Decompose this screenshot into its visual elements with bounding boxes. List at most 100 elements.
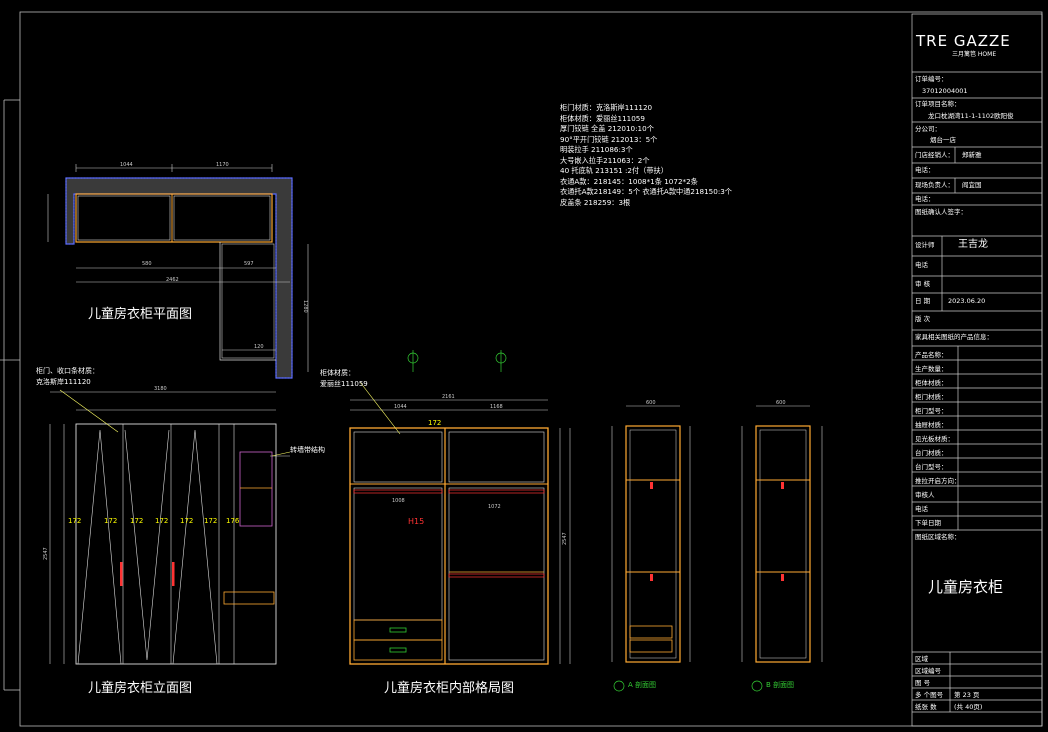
note-line: 明装拉手 211086:3个 [560,145,633,154]
dim-int-rail2: 1072 [488,504,501,510]
tb-row: 下单日期 [915,519,941,527]
tb-row: 柜门型号： [915,407,948,415]
dim-sec-b-w: 600 [776,400,786,406]
tb-area-name: 儿童房衣柜 [928,578,1004,596]
dim-int-total: 2161 [442,394,455,400]
tb-b5: 纸张 数 [915,703,937,711]
tb-b4-value: 第 23 页 [954,691,980,699]
part-tag-172: 172 [204,517,218,525]
section-b: 600 [741,400,823,692]
note-line: 大号嵌入拉手211063：2个 [560,155,650,165]
tb-row: 台门材质： [915,449,948,457]
part-tag-172: 172 [428,419,442,427]
part-tag-172: 172 [130,517,144,525]
note-line: 衣通托A款218149：5个 衣通托A款中通218150:3个 [560,187,732,196]
tb-product-info: 家具相关图纸的产品信息： [915,333,993,341]
plan-title: 儿童房衣柜平面图 [88,307,193,322]
tb-owner-label: 现场负责人： [915,181,954,189]
tb-owner: 阎宜国 [962,181,982,189]
dim-plan-overall: 2462 [166,277,179,283]
tb-tel-label: 电话 [915,261,928,269]
tb-row: 见光板材质： [915,435,954,443]
h15-label: H15 [408,517,425,526]
tb-order-no: 37012004001 [922,87,968,95]
dim-plan-1: 1044 [120,162,133,168]
dim-plan-depth: 580 [142,261,152,267]
section-a: 600 [611,400,691,692]
dim-int-1: 1044 [394,404,407,410]
dim-plan-2: 1170 [216,162,229,168]
drawing-frame [0,11,1043,727]
tb-designer-label: 设计师 [915,241,935,249]
note-line: 衣通A款：218145：1008*1条 1072*2条 [560,176,698,186]
interior-title: 儿童房衣柜内部格局图 [384,681,515,696]
part-tag-172: 172 [68,517,82,525]
note-line: 柜门材质：克洛斯岸111120 [560,103,653,112]
note-line: 90°平开门铰链 212013：5个 [560,134,658,144]
tb-row: 电话 [915,505,928,513]
tb-version-label: 版 次 [915,315,931,323]
part-tag-172: 172 [104,517,118,525]
tb-row: 推拉开启方向： [915,477,961,485]
tb-remarks: 图纸区域名称： [915,533,961,541]
tb-client-sign: 图纸确认人签字： [915,208,967,216]
elevation-title: 儿童房衣柜立面图 [88,681,193,696]
tb-row: 生产数量： [915,365,948,373]
dim-plan-side: 1280 [302,300,308,313]
interior-view: 2161 1044 1168 1008 1072 2547 [349,350,571,665]
tb-b5-value: (共 40页) [954,703,983,711]
door-material-value: 克洛斯岸111120 [36,378,91,386]
tb-shop: 郑新雅 [962,151,982,159]
note-line: 柜体材质：爱丽丝111059 [560,113,645,123]
tb-phone2-label: 电话： [915,195,935,203]
tb-review-label: 审 核 [915,280,931,288]
brand-logo: TRE GAZZE [916,32,1011,50]
note-line: 皮盖条 218259：3根 [560,197,631,207]
plan-view: 1044 1170 2462 1280 580 597 120 [47,162,309,379]
section-a-label: A 剖面图 [628,681,657,689]
dim-elev-h: 2547 [43,547,49,560]
tb-branch: 烟台一店 [930,136,956,144]
tb-row: 审核人 [915,491,935,499]
shelf-structure-label: 转墙带结构 [290,446,325,454]
dim-int-2: 1168 [490,404,503,410]
tb-row: 产品名称： [915,351,948,359]
dim-int-h: 2547 [562,532,568,545]
tb-shop-label: 门店经销人： [915,151,954,159]
tb-b1: 区域 [915,655,928,663]
brand-sub: 三月篱笆 HOME [952,51,997,58]
tb-b2: 区域编号 [915,667,941,675]
leader-lines [59,381,401,457]
part-tag-172: 172 [155,517,169,525]
note-line: 厚门铰链 全盖 212010:10个 [560,124,654,133]
tb-order-no-label: 订单编号： [915,75,948,83]
tb-designer: 王吉龙 [958,239,988,250]
tb-b3: 图 号 [915,679,931,687]
tb-date-label: 日 期 [915,297,931,305]
dim-int-rail1: 1008 [392,498,405,504]
elevation-view: 3180 2547 [43,386,290,665]
material-notes: 柜门材质：克洛斯岸111120 柜体材质：爱丽丝111059 厚门铰链 全盖 2… [560,103,732,208]
section-b-label: B 剖面图 [766,681,795,689]
note-line: 40 托底轨 213151 :2付（带扶） [560,166,668,175]
part-tag-172: 172 [180,517,194,525]
tb-product-rows: 产品名称： 生产数量： 柜体材质： 柜门材质： 柜门型号： 抽屉材质： 见光板材… [915,349,961,531]
door-material-label: 柜门、收口条材质： [36,367,99,375]
tb-b4: 多 个图号 [915,691,944,699]
dim-plan-bot: 597 [244,261,254,267]
tb-row: 抽屉材质： [915,421,948,429]
part-tag-176: 176 [226,517,240,525]
tb-row: 柜门材质： [915,393,948,401]
dim-plan-small: 120 [254,344,264,350]
dim-elev-total: 3180 [154,386,167,392]
tb-date: 2023.06.20 [948,297,986,305]
body-material-value: 爱丽丝111059 [320,380,368,388]
tb-branch-label: 分公司： [915,125,941,133]
tb-phone-label: 电话： [915,166,935,174]
tb-row: 台门型号： [915,463,948,471]
tb-project: 龙口枕湖湾11-1-1102欧阳俊 [928,112,1014,120]
dim-sec-a-w: 600 [646,400,656,406]
title-block-lines [911,13,1043,727]
